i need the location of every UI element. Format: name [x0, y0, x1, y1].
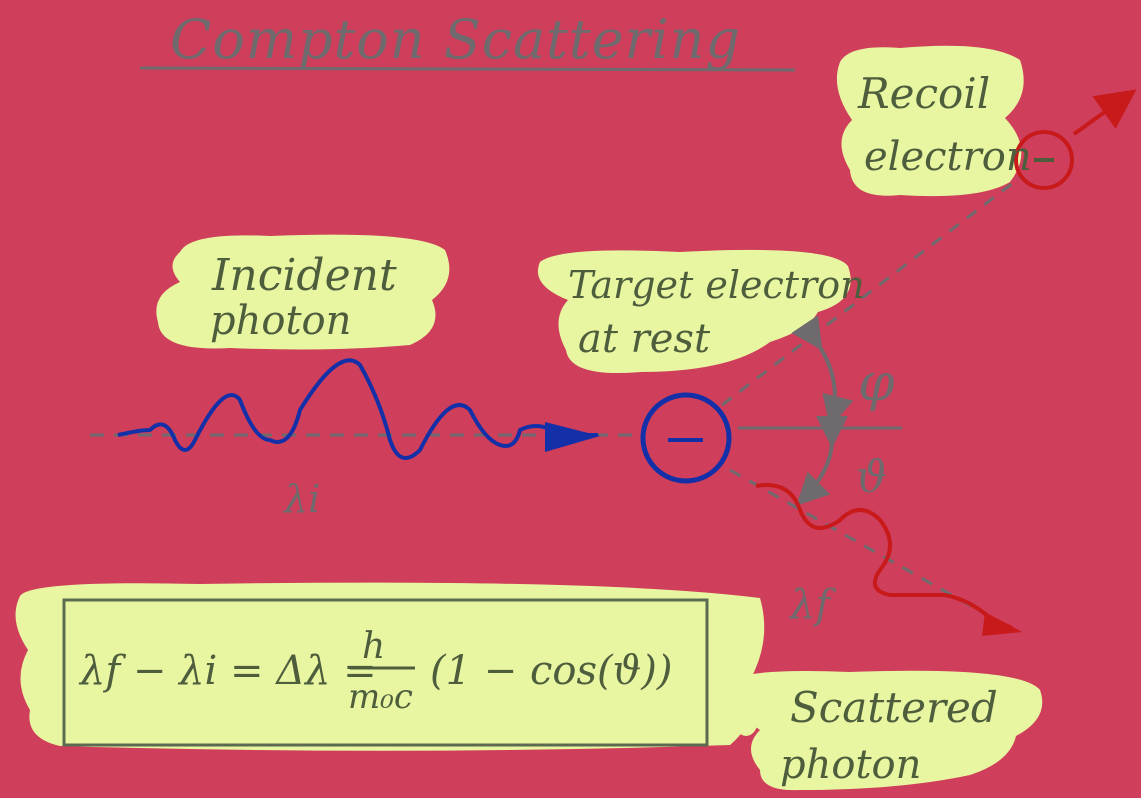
incident-photon-line1: Incident [211, 250, 397, 301]
label-scattered-photon: Scattered photon [780, 683, 998, 788]
lambda-f-label: λf [788, 582, 836, 628]
label-target-electron: Target electron at rest [568, 263, 865, 362]
target-electron-circle [640, 392, 732, 484]
incident-photon-line2: photon [210, 298, 351, 344]
scattered-photon-wave [755, 483, 1013, 630]
scattered-photon-line1: Scattered [790, 683, 998, 732]
recoil-electron [1014, 89, 1137, 190]
highlight-dot [734, 704, 758, 736]
label-recoil-electron: Recoil electron [857, 69, 1032, 180]
label-incident-photon: Incident photon [210, 250, 397, 344]
target-electron-line1: Target electron [568, 263, 865, 307]
incident-arrowhead [545, 422, 600, 452]
target-electron [640, 392, 732, 484]
phi-label: φ [858, 353, 895, 413]
theta-angle-arc [796, 415, 849, 506]
formula-box: λf − λi = Δλ = h m₀c (1 − cos(ϑ)) [62, 598, 709, 747]
highlight-target [537, 249, 851, 374]
title-underline [139, 66, 796, 72]
highlight-scattered [729, 670, 1043, 791]
recoil-arrow [1072, 89, 1137, 136]
recoil-electron-line2: electron [864, 134, 1032, 180]
phi-angle-arc [791, 315, 854, 428]
recoil-electron-line1: Recoil [857, 69, 990, 118]
formula-numerator: h [362, 626, 385, 667]
highlight-incident [156, 234, 450, 350]
formula-frame [62, 598, 709, 747]
highlight-recoil [836, 45, 1024, 197]
title-group: Compton Scattering [139, 8, 796, 72]
scattered-arrowhead [982, 612, 1022, 636]
recoil-path [721, 174, 1023, 407]
formula-rhs: (1 − cos(ϑ)) [430, 648, 672, 694]
lambda-i-label: λi [282, 477, 320, 521]
diagram-title: Compton Scattering [170, 8, 741, 71]
formula-lhs: λf − λi = Δλ = [78, 648, 377, 694]
scattered-photon-line2: photon [780, 742, 921, 788]
formula-denominator: m₀c [348, 677, 413, 717]
recoil-electron-circle [1014, 130, 1074, 190]
target-electron-line2: at rest [578, 316, 711, 362]
theta-label: ϑ [856, 452, 887, 503]
incident-photon-wave [117, 358, 598, 460]
